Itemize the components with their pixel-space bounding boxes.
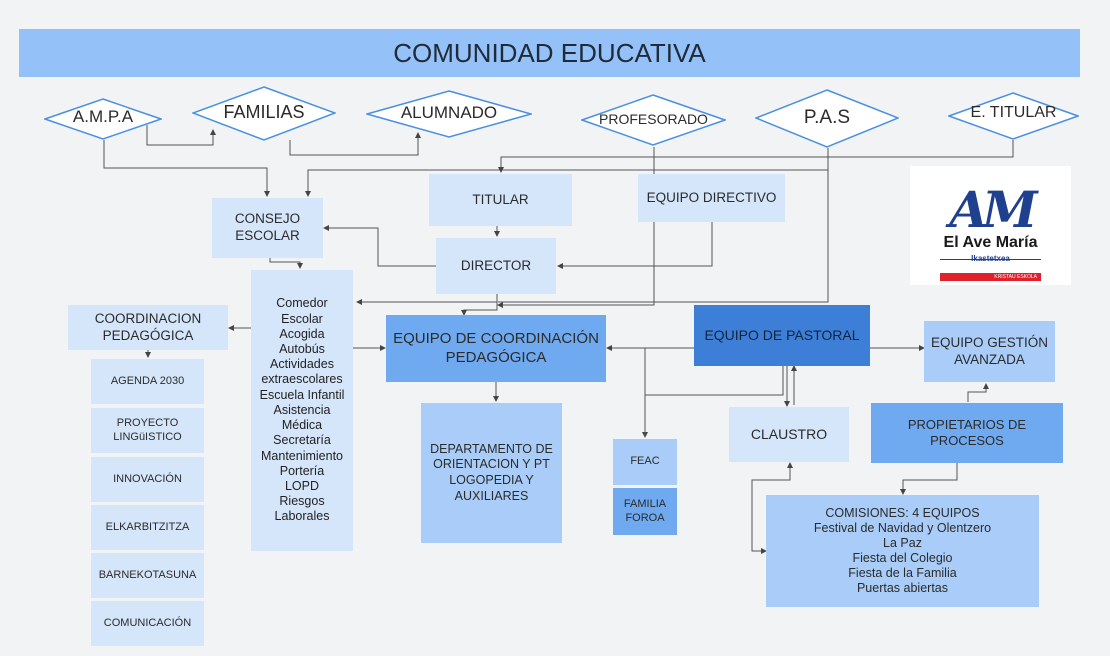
node-equipo-gestion[interactable]: EQUIPO GESTIÓN AVANZADA bbox=[924, 321, 1055, 382]
node-pas-label: P.A.S bbox=[803, 107, 851, 128]
node-ampa-label: A.M.P.A bbox=[72, 107, 134, 126]
node-ampa[interactable]: A.M.P.A bbox=[44, 98, 162, 140]
node-familias[interactable]: FAMILIAS bbox=[192, 86, 336, 141]
node-etitular-label: E. TITULAR bbox=[970, 104, 1057, 121]
node-departamento[interactable]: DEPARTAMENTO DE ORIENTACION Y PT LOGOPED… bbox=[421, 403, 562, 543]
node-alumnado[interactable]: ALUMNADO bbox=[366, 90, 532, 138]
page-title: COMUNIDAD EDUCATIVA bbox=[19, 29, 1080, 77]
coord-item[interactable]: ELKARBITZITZA bbox=[91, 505, 204, 550]
node-pas[interactable]: P.A.S bbox=[755, 89, 899, 148]
coord-items-list: AGENDA 2030 PROYECTO LINGüISTICO INNOVAC… bbox=[91, 359, 204, 647]
node-etitular[interactable]: E. TITULAR bbox=[948, 92, 1079, 140]
coord-item[interactable]: INNOVACIÓN bbox=[91, 457, 204, 502]
coord-item[interactable]: COMUNICACIÓN bbox=[91, 601, 204, 646]
node-feac[interactable]: FEAC bbox=[613, 439, 677, 485]
node-propietarios[interactable]: PROPIETARIOS DE PROCESOS bbox=[871, 403, 1063, 463]
logo-name: El Ave María bbox=[943, 234, 1038, 251]
logo-subtitle: Ikastetxea bbox=[971, 254, 1010, 263]
coord-item[interactable]: PROYECTO LINGüISTICO bbox=[91, 408, 204, 453]
node-coordinacion-pedagogica[interactable]: COORDINACION PEDAGÓGICA bbox=[68, 305, 228, 350]
node-profesorado[interactable]: PROFESORADO bbox=[581, 94, 726, 146]
logo-mark-icon: AM bbox=[949, 180, 1037, 239]
node-consejo-escolar[interactable]: CONSEJO ESCOLAR bbox=[212, 198, 323, 258]
node-claustro[interactable]: CLAUSTRO bbox=[729, 407, 849, 462]
logo-divider bbox=[940, 259, 1041, 260]
node-titular[interactable]: TITULAR bbox=[429, 174, 572, 226]
node-familia-foroa[interactable]: FAMILIA FOROA bbox=[613, 488, 677, 535]
coord-item[interactable]: AGENDA 2030 bbox=[91, 359, 204, 404]
node-familias-label: FAMILIAS bbox=[223, 102, 305, 122]
coord-item[interactable]: BARNEKOTASUNA bbox=[91, 553, 204, 598]
node-services[interactable]: Comedor Escolar Acogida Autobús Activida… bbox=[251, 270, 353, 551]
node-equipo-directivo[interactable]: EQUIPO DIRECTIVO bbox=[638, 174, 785, 222]
node-comisiones[interactable]: COMISIONES: 4 EQUIPOS Festival de Navida… bbox=[766, 495, 1039, 607]
school-logo: AM El Ave María Ikastetxea KRISTAU ESKOL… bbox=[910, 166, 1071, 285]
node-profesorado-label: PROFESORADO bbox=[599, 111, 708, 127]
node-equipo-pastoral[interactable]: EQUIPO DE PASTORAL bbox=[694, 305, 870, 366]
logo-tag: KRISTAU ESKOLA bbox=[940, 273, 1041, 281]
node-director[interactable]: DIRECTOR bbox=[436, 238, 556, 294]
node-alumnado-label: ALUMNADO bbox=[400, 103, 498, 122]
node-equipo-coordinacion[interactable]: EQUIPO DE COORDINACIÓN PEDAGÓGICA bbox=[386, 315, 606, 382]
